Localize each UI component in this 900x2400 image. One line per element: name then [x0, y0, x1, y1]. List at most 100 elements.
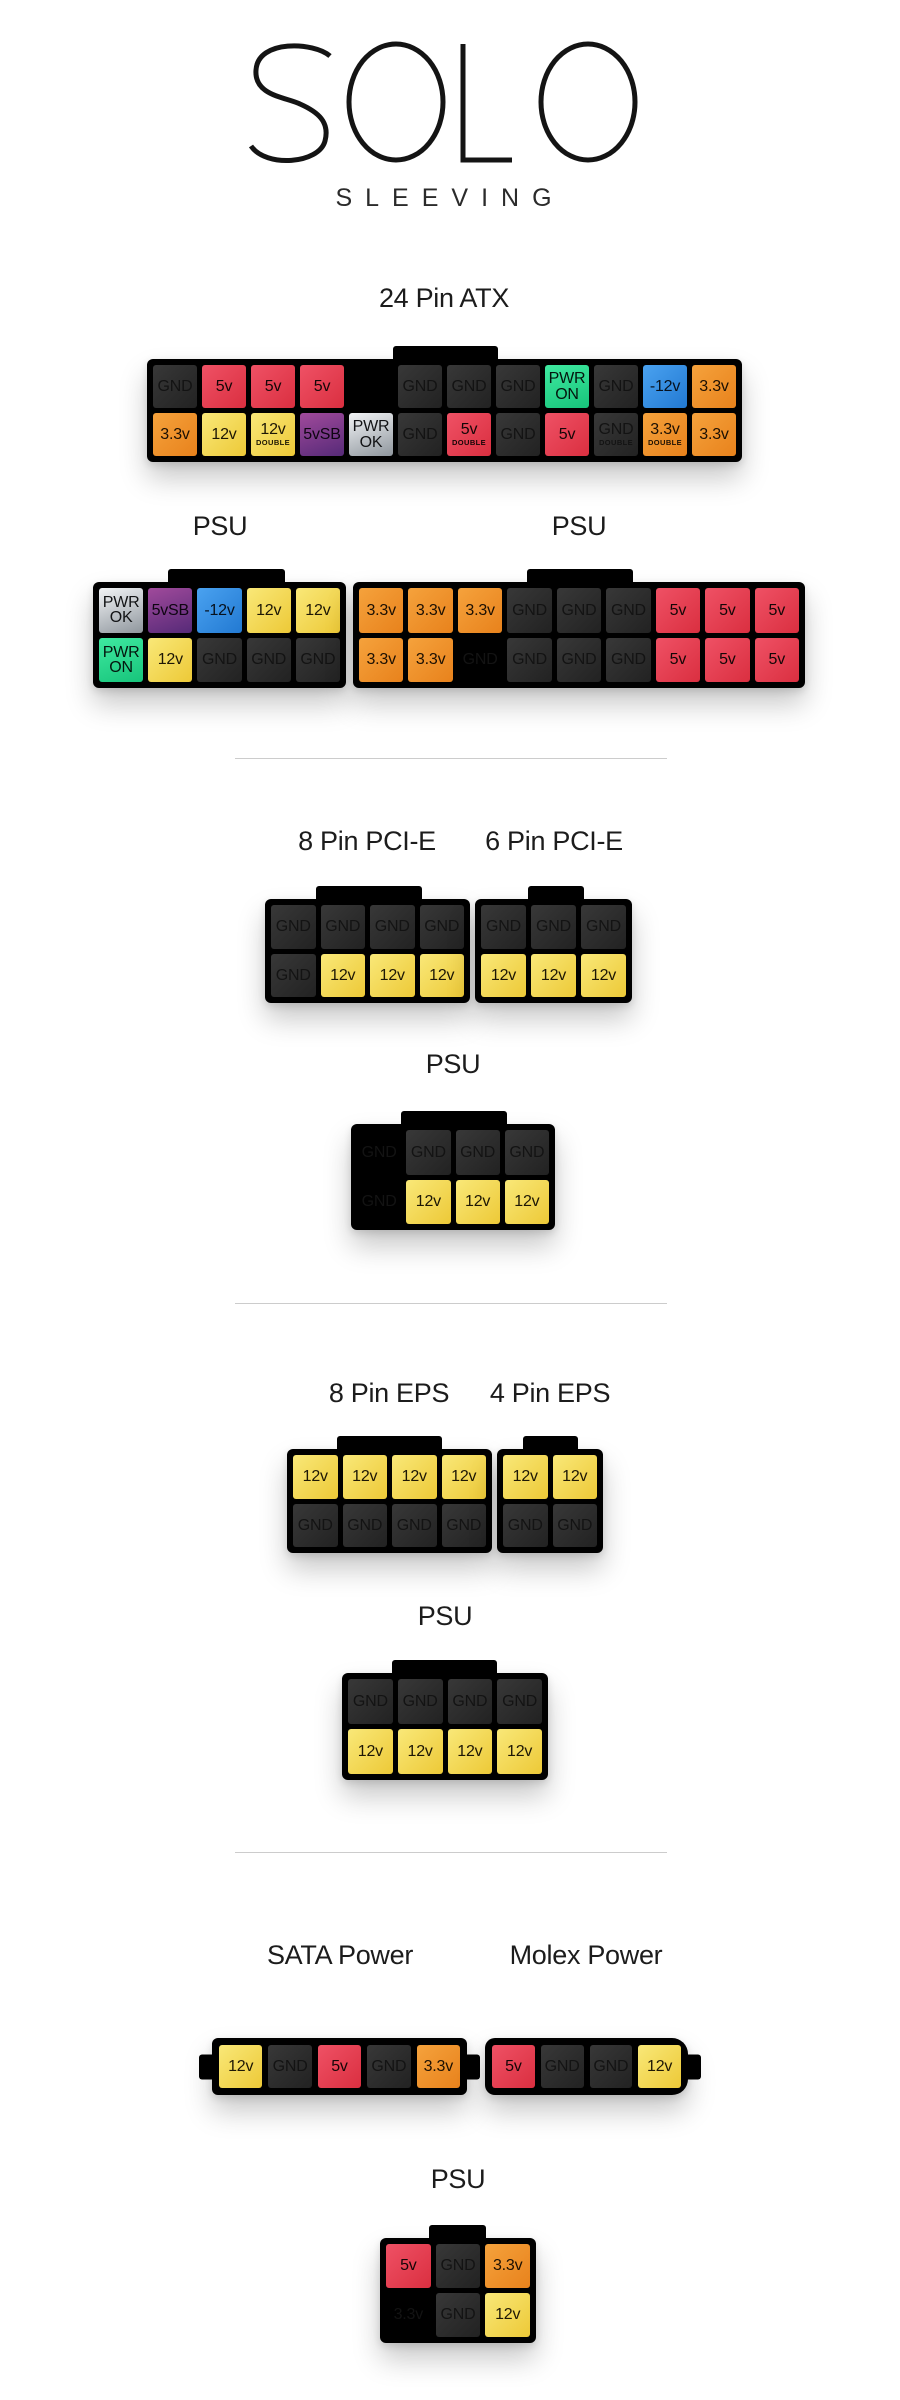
pin-12v: 12v: [441, 1455, 486, 1499]
pin-12v: 12v: [552, 1455, 597, 1499]
pin-label: GND: [512, 601, 548, 619]
pin-gnd: GND: [507, 588, 552, 633]
pin-label: GND: [598, 377, 634, 395]
pin-gnd: GND: [370, 905, 415, 949]
pin-label: PWR ON: [102, 643, 140, 676]
pin-label: 12v: [495, 2306, 521, 2324]
pin-label: 12v: [490, 966, 517, 984]
pin-label: 12v: [451, 1468, 477, 1486]
pin-label: GND: [544, 2057, 580, 2075]
pin-gnd: GND: [268, 2045, 312, 2088]
latch-tab: [392, 1660, 497, 1677]
pin-5v: 5v: [655, 588, 701, 633]
pin-gnd: GND: [552, 1503, 597, 1547]
pin-gnd: GND: [367, 2045, 411, 2088]
latch-tab: [527, 569, 633, 586]
pin-5v: 5v: [545, 413, 589, 456]
pin-label: 12v: [429, 966, 455, 984]
pin-sub-label: DOUBLE: [647, 438, 683, 448]
pin-label: GND: [561, 651, 597, 669]
pin-gnd: GND: [481, 905, 526, 949]
pin-label: 5v: [558, 425, 576, 443]
pin-label: 5v: [768, 651, 786, 669]
pin-label: GND: [440, 2306, 476, 2324]
pin-label: 5v: [331, 2057, 348, 2075]
pin-label: GND: [402, 425, 438, 443]
pin-5v: 5v: [386, 2244, 431, 2288]
pin-label: 3.3v: [699, 377, 729, 395]
pin-label: GND: [202, 651, 237, 669]
pin-12v: 12v: [246, 588, 291, 633]
section-divider: [235, 1303, 667, 1304]
pin-pwr-ok: PWR OK: [349, 413, 393, 456]
pin-gnd: GND: [293, 1503, 338, 1547]
pin-gnd: GND: [153, 365, 197, 408]
pin-label: 12v: [590, 966, 617, 984]
pin-12v: 12v: [320, 953, 365, 997]
pin-gnd: GND: [357, 1130, 402, 1175]
pin-label: 12v: [415, 1193, 441, 1211]
pin-label: GND: [440, 2257, 476, 2275]
pin-5vsb: 5vSB: [148, 588, 193, 633]
pin-label: 5v: [400, 2257, 417, 2275]
pin-label: 12v: [379, 966, 405, 984]
pin-gnd: GND: [435, 2244, 481, 2288]
pin-label: 12v: [330, 966, 356, 984]
pin-label: 3.3v: [393, 2306, 424, 2324]
pin-gnd: GND: [397, 1679, 443, 1724]
solo-logo: [248, 41, 638, 164]
side-key-nub: [199, 2054, 213, 2079]
pin-5v: 5v: [300, 365, 344, 408]
pin-label: 12v: [211, 425, 237, 443]
pin-label: 12v: [540, 966, 567, 984]
pin-gnd: GND: [455, 1130, 500, 1175]
latch-tab: [337, 1436, 442, 1453]
pin-label: GND: [512, 651, 548, 669]
pin-label: 5v: [669, 651, 687, 669]
pin-gnd: GND: [497, 1679, 542, 1724]
pin-label: GND: [361, 1193, 397, 1211]
pin-gnd: GND: [531, 905, 576, 949]
pin-label: GND: [460, 1143, 496, 1161]
pin-label: 12v: [352, 1468, 378, 1486]
latch-tab: [523, 1436, 578, 1453]
pin-label: 12v: [465, 1193, 491, 1211]
pin-gnd: GND: [398, 365, 442, 408]
pin-label: GND: [402, 1692, 438, 1710]
pin-12v: 12v: [497, 1729, 542, 1774]
pin-sub-label: DOUBLE: [598, 438, 634, 448]
pin-label: GND: [462, 651, 498, 669]
pin-label: 5vSB: [303, 425, 341, 443]
pin-label: GND: [297, 1516, 333, 1534]
pin-label: PWR ON: [548, 370, 586, 403]
heading-psu-eps: PSU: [417, 1601, 473, 1631]
pin-label: 5v: [719, 601, 736, 619]
pin-label: GND: [507, 1516, 543, 1534]
pin-gnd: GND: [271, 905, 316, 949]
pin-12v: 12v: [406, 1179, 451, 1224]
latch-tab: [429, 2225, 486, 2242]
pin-label: GND: [561, 601, 597, 619]
pin-label: 5v: [669, 601, 687, 619]
pin-label: GND: [325, 918, 361, 936]
pin-label: 12v: [357, 1742, 383, 1760]
pin-label: GND: [446, 1516, 482, 1534]
pin-label: 12v: [514, 1193, 540, 1211]
pin-gnd: GND: [197, 637, 242, 682]
pin-label: 3.3v: [465, 601, 495, 619]
pin-gnd: GND: [419, 905, 464, 949]
pin-label: 3.3v: [492, 2257, 523, 2275]
pin-label: GND: [500, 377, 536, 395]
pin-label: 12v: [302, 1468, 328, 1486]
